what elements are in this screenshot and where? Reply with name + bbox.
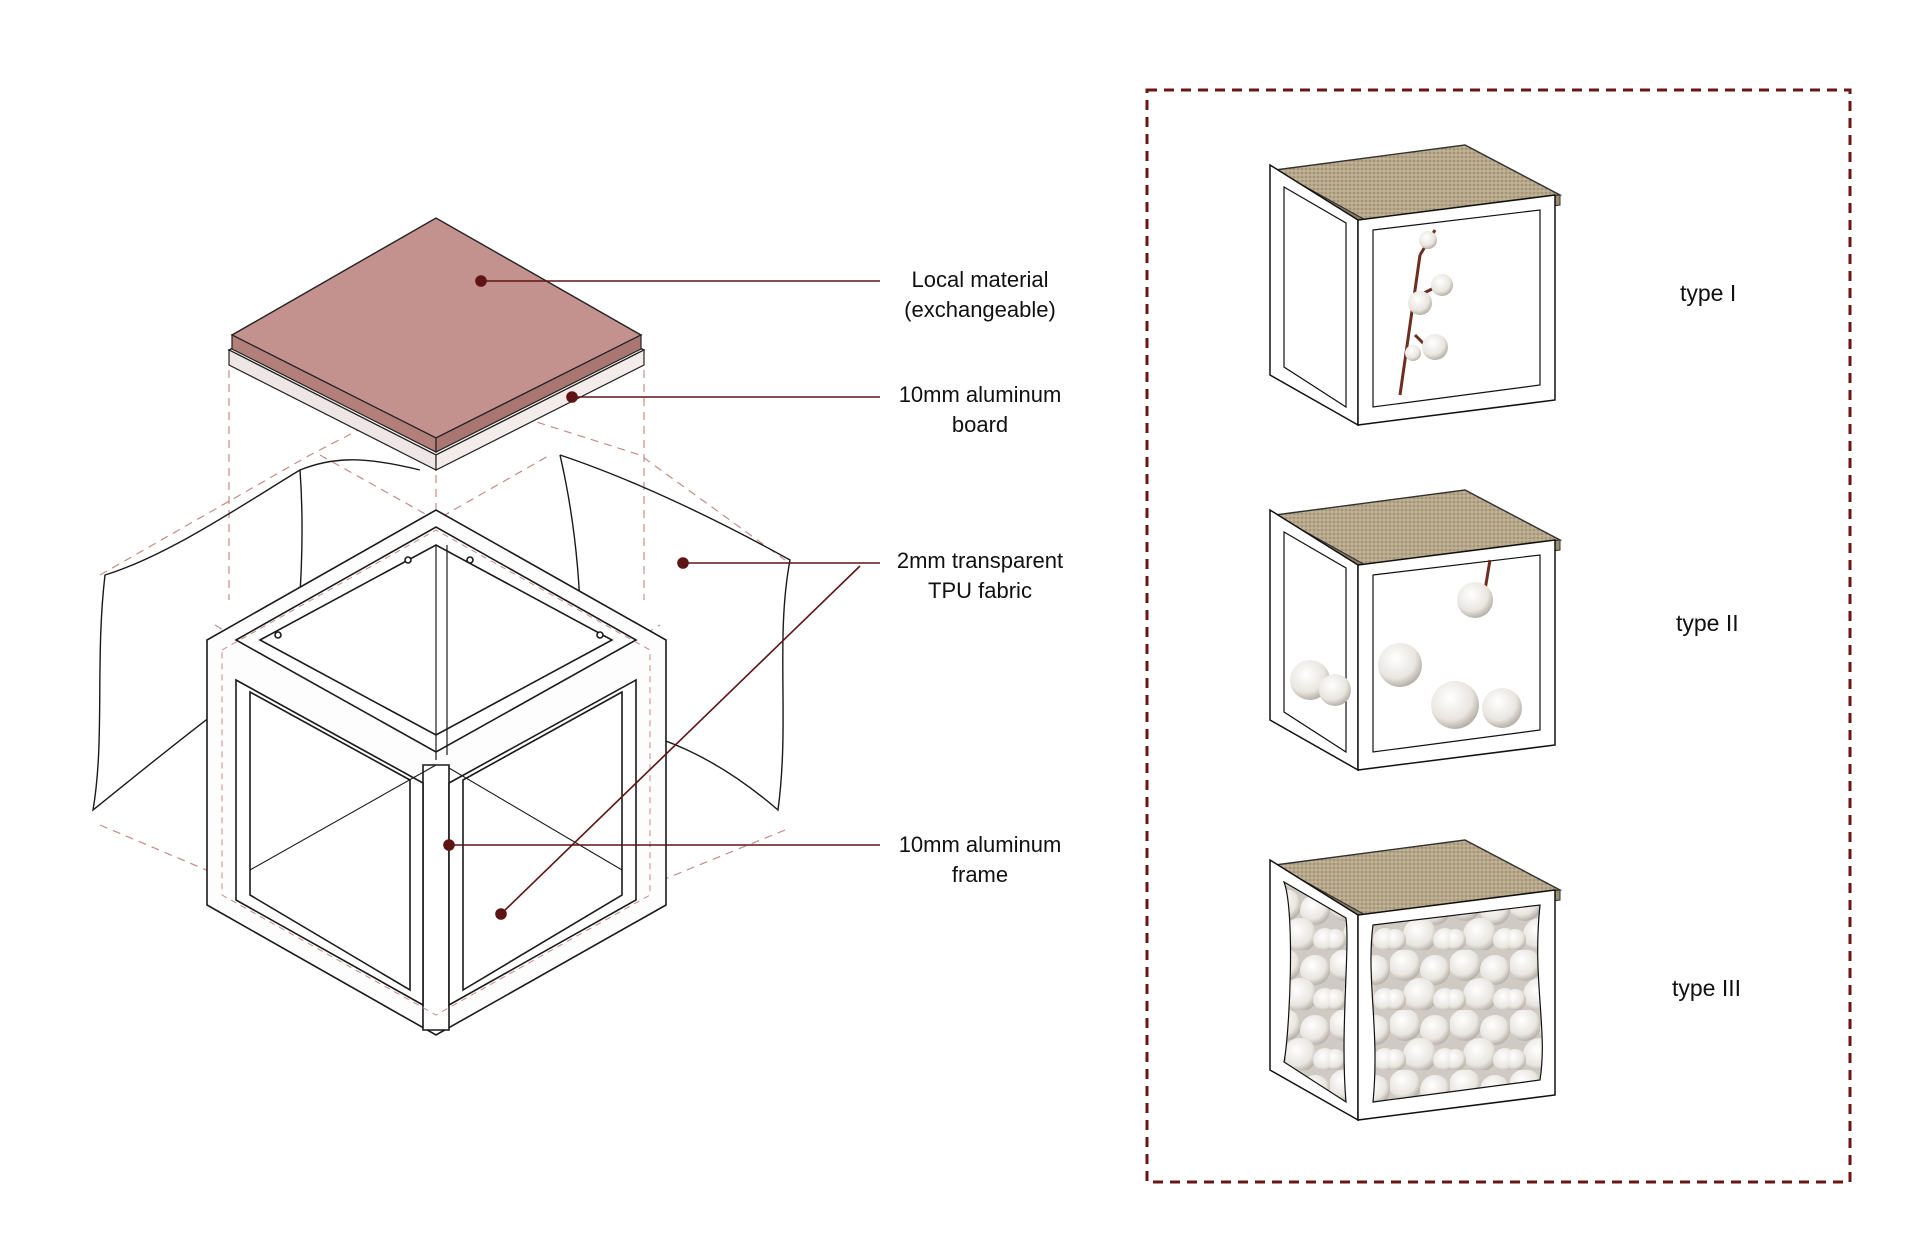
variant-label-type-3: type III [1672, 975, 1742, 1001]
callout-line: 10mm aluminum [898, 382, 1062, 407]
frame-inner-dashes [221, 529, 651, 1016]
callout-line: TPU fabric [928, 578, 1032, 603]
callout-line: 10mm aluminum [898, 832, 1062, 857]
callout-tpu-fabric: 2mm transparent TPU fabric [870, 546, 1090, 606]
variant-label-type-2: type II [1676, 610, 1739, 636]
variant-label-type-1: type I [1680, 280, 1737, 306]
top-board [227, 217, 646, 471]
callout-line: (exchangeable) [904, 297, 1056, 322]
callout-local-material: Local material (exchangeable) [880, 265, 1080, 325]
callout-line: Local material [911, 267, 1049, 292]
callout-line: frame [951, 862, 1009, 887]
callout-leaders [443, 275, 880, 920]
aluminum-frame [206, 509, 667, 1036]
callout-aluminum-board: 10mm aluminum board [880, 380, 1080, 440]
callout-line: 2mm transparent [896, 548, 1064, 573]
variant-cube-type-3 [1269, 839, 1563, 1122]
variant-cube-type-1 [1269, 144, 1563, 427]
variant-panel-border [1145, 88, 1852, 1184]
callout-line: board [951, 412, 1009, 437]
variant-cube-type-2 [1269, 489, 1563, 772]
exploded-cube [91, 217, 791, 1036]
callout-aluminum-frame: 10mm aluminum frame [880, 830, 1080, 890]
